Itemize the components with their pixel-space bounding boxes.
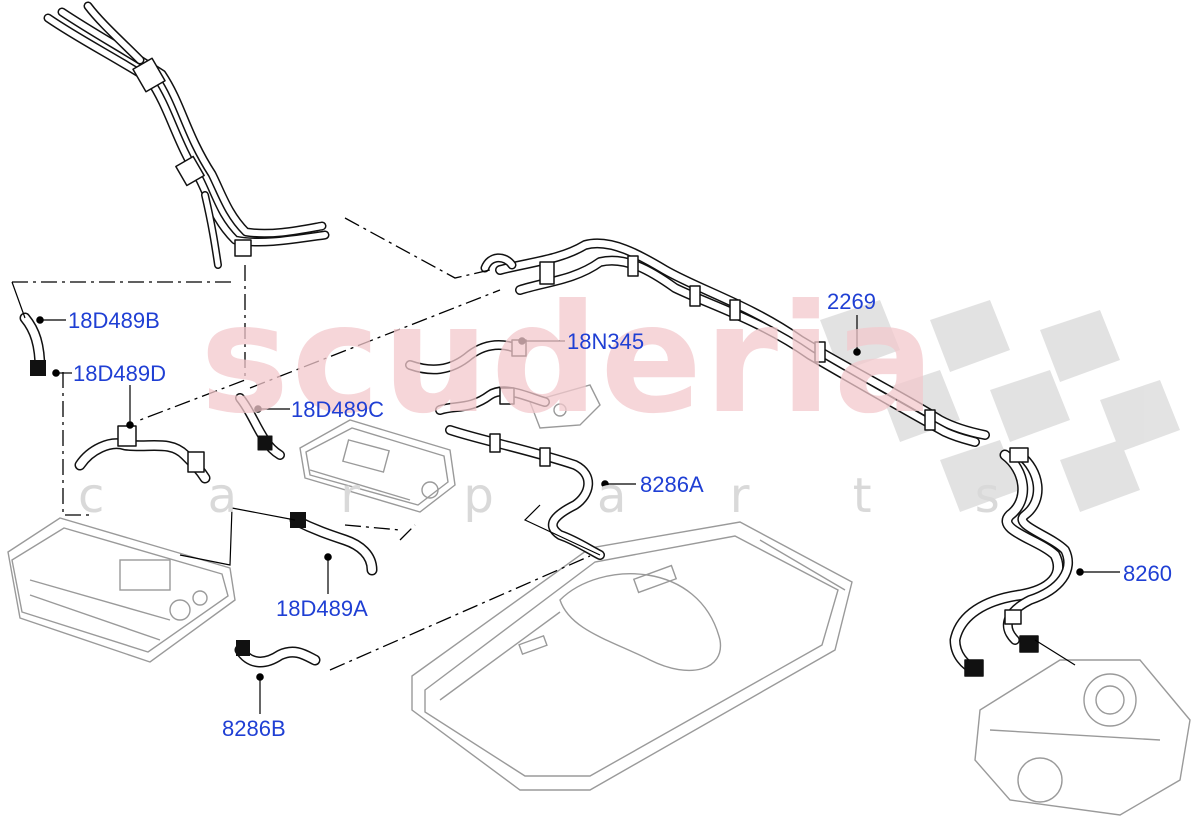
- hose-18D489B: [19, 312, 46, 376]
- hose-assemblies: [19, 1, 1074, 677]
- callout-2269[interactable]: 2269: [827, 289, 876, 314]
- hose-8260: [949, 447, 1074, 677]
- callout-18N345[interactable]: 18N345: [567, 329, 645, 354]
- solid-connectors: [11, 281, 1076, 666]
- hose-2269: [480, 238, 990, 447]
- callout-18D489A[interactable]: 18D489A: [276, 596, 368, 621]
- front-pipe-bundle: [43, 1, 330, 269]
- callout-18D489B[interactable]: 18D489B: [68, 308, 160, 333]
- hose-18D489A: [289, 512, 378, 576]
- watermark-subtitle: c a r p a r t s: [78, 468, 1044, 524]
- onboard-charger: [299, 419, 456, 513]
- dash-dot-connectors: [12, 217, 591, 671]
- hose-18D489C: [235, 393, 285, 460]
- watermark-brand: scuderia: [200, 273, 937, 447]
- callout-18D489C[interactable]: 18D489C: [291, 397, 384, 422]
- front-inverter: [7, 517, 236, 663]
- rear-drive-unit: [974, 659, 1191, 816]
- hose-18D489D: [74, 425, 211, 484]
- coolant-bracket: [529, 384, 601, 429]
- callout-8286B[interactable]: 8286B: [222, 716, 286, 741]
- ghost-components: [7, 384, 1191, 816]
- checker-flag-watermark: [820, 300, 1180, 512]
- callout-leaders: [36, 315, 1120, 714]
- hose-8286B: [234, 640, 321, 668]
- callout-18D489D[interactable]: 18D489D: [73, 361, 166, 386]
- hose-18N345: [405, 339, 550, 415]
- hose-8286A: [445, 425, 605, 560]
- battery-pack: [411, 521, 853, 791]
- callout-8260[interactable]: 8260: [1123, 561, 1172, 586]
- callout-8286A[interactable]: 8286A: [640, 472, 704, 497]
